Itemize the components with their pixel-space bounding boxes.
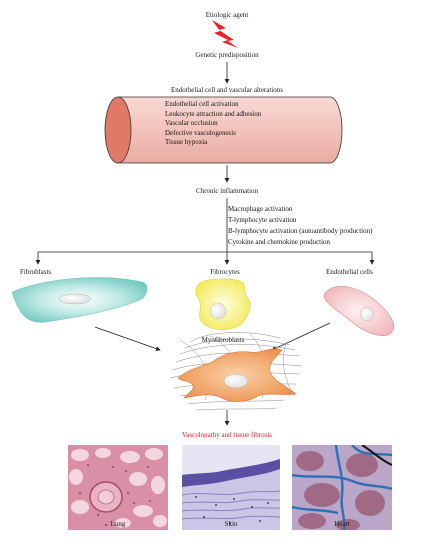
heart-micrograph (292, 445, 392, 530)
vessel-items-list: Endothelial cell activation Leukocyte at… (165, 100, 261, 148)
inflammation-item: Macrophage activation (228, 205, 293, 213)
fibroblasts-label: Fibroblasts (20, 268, 52, 276)
outcome-label: Vasculopathy and tissue fibrosis (181, 431, 273, 439)
fibroblast-cell (11, 277, 148, 323)
myofibroblasts-label: Myofibroblasts (201, 336, 245, 344)
myofibroblast-cell (169, 332, 303, 411)
genetic-predisposition-label: Genetic predisposition (195, 51, 259, 59)
lung-micrograph (68, 445, 168, 530)
endothelial-cell (323, 286, 394, 336)
vessel-item: Defective vasculogenesis (165, 128, 236, 137)
endothelial-alterations-title: Endothelial cell and vascular alteration… (171, 86, 283, 94)
branch-connector (35, 251, 375, 265)
vessel-item: Leukocyte attraction and adhesion (165, 109, 262, 118)
lightning-bolt-icon (212, 20, 238, 48)
inflammation-items-list: Macrophage activation T-lymphocyte activ… (228, 204, 372, 248)
inflammation-item: Cytokine and chemokine production (228, 238, 331, 246)
skin-micrograph (182, 445, 280, 530)
endothelial-cells-label: Endothelial cells (326, 268, 373, 276)
fibrocyte-cell (195, 278, 251, 330)
arrow-fibroblast-to-myofibroblast (94, 326, 161, 351)
fibrocytes-label: Fibrocytes (210, 268, 240, 276)
vessel-item: Endothelial cell activation (165, 100, 239, 108)
vessel-item: Tissue hypoxia (165, 138, 208, 147)
inflammation-item: T-lymphocyte activation (228, 216, 297, 224)
skin-label: Skin (224, 520, 238, 528)
lung-label: Lung (110, 520, 126, 528)
inflammation-item: B-lymphocyte activation (autoantibody pr… (228, 227, 373, 235)
etiologic-agent-label: Etiologic agent (205, 11, 249, 19)
heart-label: Heart (334, 520, 350, 528)
blood-vessel (104, 96, 343, 164)
chronic-inflammation-label: Chronic inflammation (195, 187, 259, 195)
arrow-endothelial-to-myofibroblast (271, 322, 331, 351)
vessel-item: Vascular occlusion (165, 119, 218, 128)
